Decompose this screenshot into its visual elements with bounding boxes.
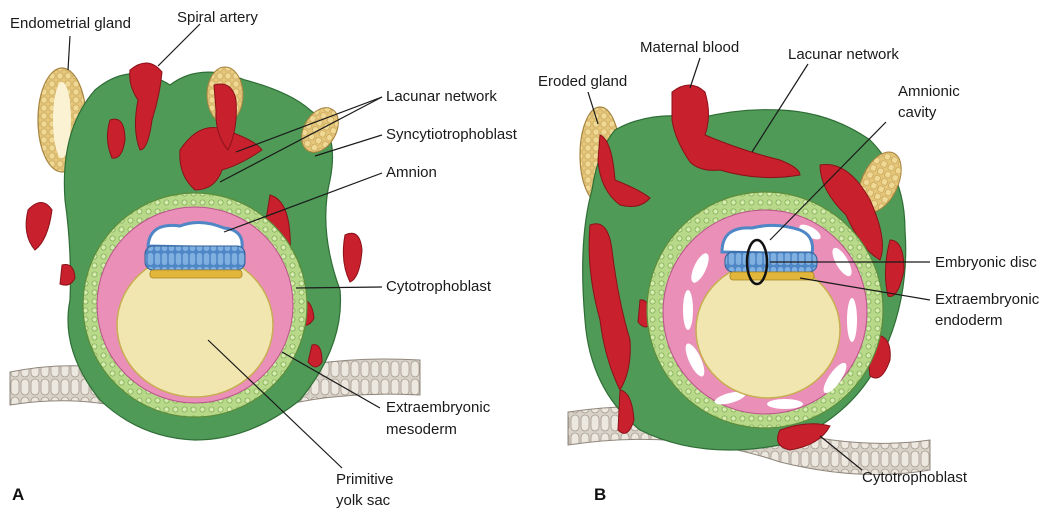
panel-a: Endometrial gland Spiral artery Lacunar … (10, 9, 518, 509)
label-primitive-yolk-sac-line2: yolk sac (336, 492, 391, 509)
label-extraembryonic-endoderm-line1: Extraembryonic (935, 291, 1040, 308)
label-cytotrophoblast-b: Cytotrophoblast (862, 469, 968, 486)
epiblast-a (145, 246, 245, 270)
amnionic-cavity (722, 225, 813, 254)
label-amnionic-cavity-line2: cavity (898, 104, 937, 121)
label-amnion: Amnion (386, 164, 437, 181)
label-spiral-artery: Spiral artery (177, 9, 258, 26)
panel-b: Eroded gland Maternal blood Lacunar netw… (538, 39, 1040, 504)
label-syncytiotrophoblast: Syncytiotrophoblast (386, 126, 518, 143)
label-extraembryonic-endoderm-line2: endoderm (935, 312, 1003, 329)
label-endometrial-gland: Endometrial gland (10, 15, 131, 32)
panel-letter-b: B (594, 485, 606, 504)
label-amnionic-cavity-line1: Amnionic (898, 83, 960, 100)
label-lacunar-network-b: Lacunar network (788, 46, 899, 63)
label-primitive-yolk-sac-line1: Primitive (336, 471, 394, 488)
label-extraembryonic-mesoderm-line1: Extraembryonic (386, 399, 491, 416)
label-eroded-gland: Eroded gland (538, 73, 627, 90)
label-embryonic-disc: Embryonic disc (935, 254, 1037, 271)
label-lacunar-network-a: Lacunar network (386, 88, 497, 105)
label-extraembryonic-mesoderm-line2: mesoderm (386, 421, 457, 438)
label-cytotrophoblast-a: Cytotrophoblast (386, 278, 492, 295)
yolk-sac-b (696, 262, 840, 398)
panel-letter-a: A (12, 485, 24, 504)
label-maternal-blood: Maternal blood (640, 39, 739, 56)
